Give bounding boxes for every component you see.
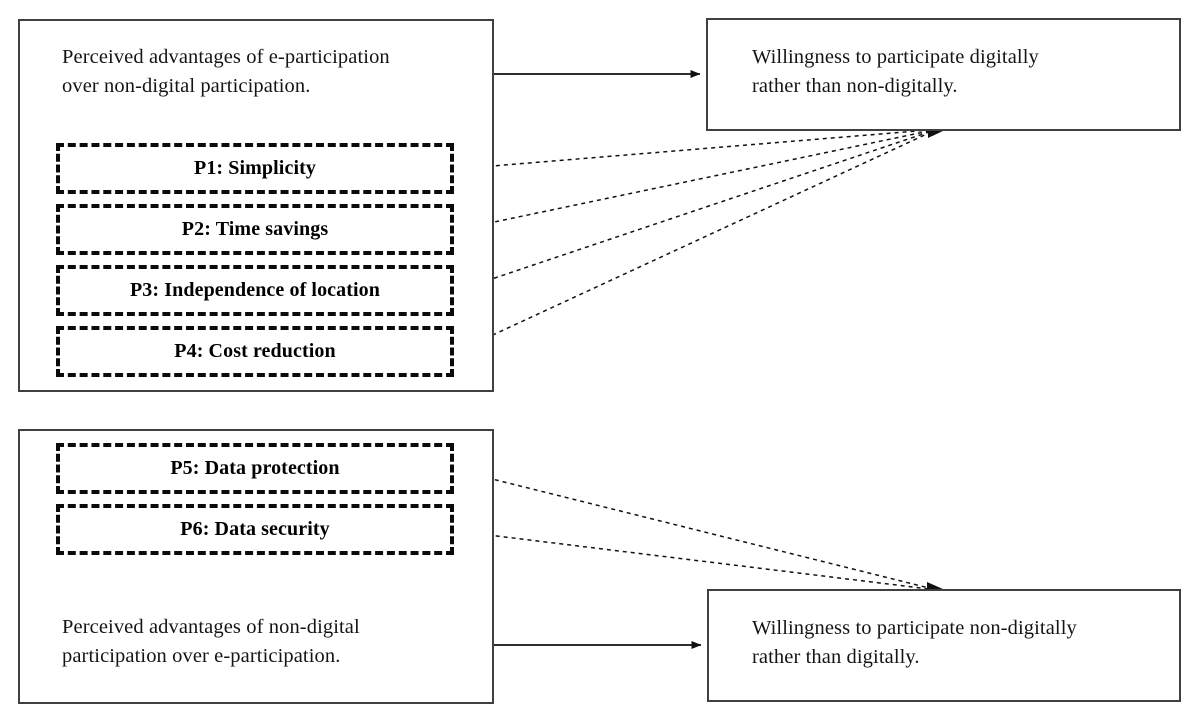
antecedent-nondigital-description: Perceived advantages of non-digital part…: [62, 616, 360, 667]
antecedent-digital-description: Perceived advantages of e-participation …: [62, 46, 390, 97]
proposition-box-p4[interactable]: P4: Cost reduction: [56, 326, 454, 377]
outcome-box-willingness-non-digital[interactable]: [707, 589, 1181, 702]
antecedent-box-nondigital-advantages[interactable]: [18, 429, 494, 704]
connector-p2: [455, 130, 930, 231]
outcome-willingness-non-digital-text: Willingness to participate non-digitally…: [752, 617, 1077, 668]
connector-p4: [455, 132, 930, 353]
connector-p5: [455, 469, 930, 589]
outcome-willingness-digital-text: Willingness to participate digitally rat…: [752, 46, 1039, 97]
proposition-box-p1[interactable]: P1: Simplicity: [56, 143, 454, 194]
connector-p3: [455, 131, 930, 292]
proposition-box-p6[interactable]: P6: Data security: [56, 504, 454, 555]
proposition-label-p6: P6: Data security: [180, 518, 330, 540]
proposition-box-p3[interactable]: P3: Independence of location: [56, 265, 454, 316]
proposition-label-p1: P1: Simplicity: [194, 157, 316, 179]
proposition-label-p4: P4: Cost reduction: [174, 340, 336, 362]
proposition-label-p2: P2: Time savings: [181, 218, 329, 240]
connector-p6: [455, 530, 930, 590]
proposition-label-p5: P5: Data protection: [170, 457, 340, 479]
connector-p1: [455, 129, 930, 170]
proposition-box-p5[interactable]: P5: Data protection: [56, 443, 454, 494]
proposition-box-p2[interactable]: P2: Time savings: [56, 204, 454, 255]
outcome-box-willingness-digital[interactable]: [706, 18, 1181, 131]
proposition-label-p3: P3: Independence of location: [129, 279, 381, 301]
